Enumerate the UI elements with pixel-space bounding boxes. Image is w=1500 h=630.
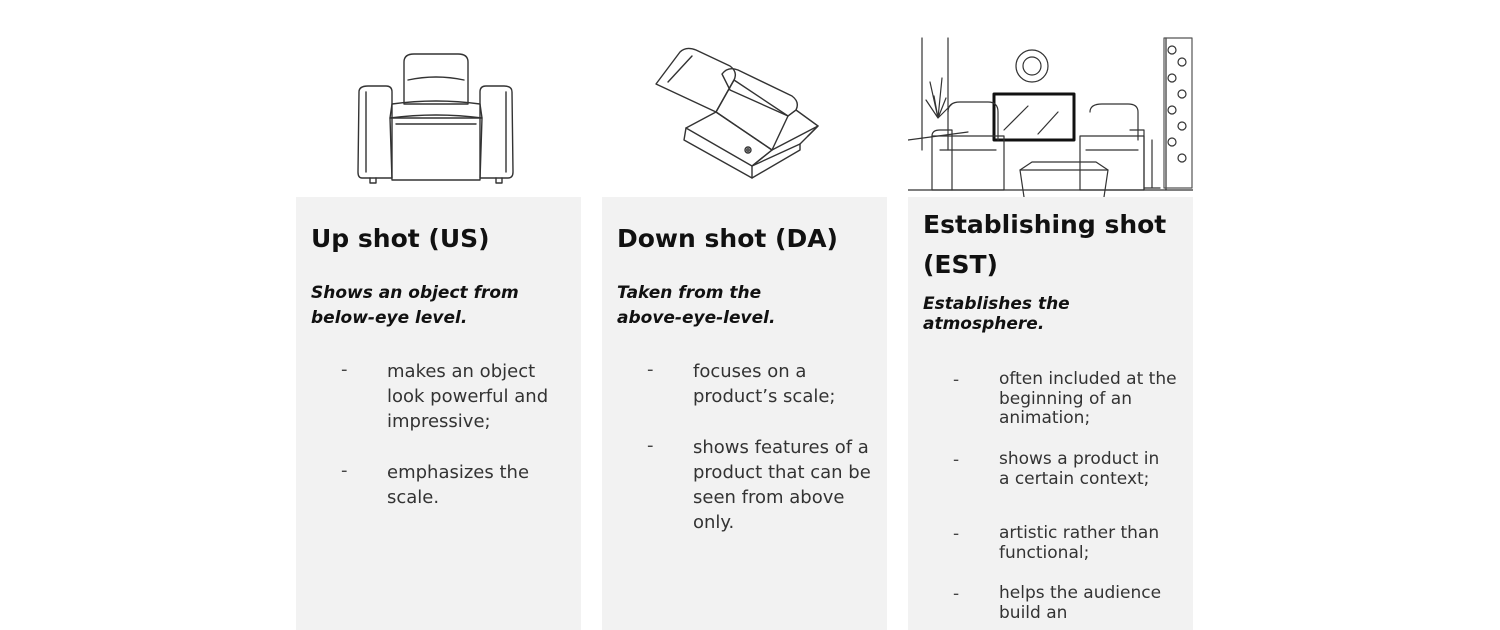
card-title: Establishing shot (EST) <box>923 210 1167 279</box>
recliner-chair-front-icon <box>296 0 581 197</box>
bullet-text: emphasizes the scale. <box>387 462 530 508</box>
card-body: Up shot (US) Shows an object from below-… <box>296 197 581 630</box>
card-title: Up shot (US) <box>311 224 490 253</box>
bullet-text: artistic rather than functional; <box>999 523 1160 563</box>
card-subtitle: Establishes the atmosphere. <box>923 294 1070 334</box>
bullet-text: makes an object look powerful and impres… <box>387 361 549 432</box>
bullet-text: often included at the beginning of an an… <box>999 369 1177 428</box>
bullet-dash: - <box>953 450 960 470</box>
living-room-scene-icon <box>908 0 1193 197</box>
bullet-text: focuses on a product’s scale; <box>693 361 836 407</box>
card-subtitle: Shows an object from below-eye level. <box>311 283 519 328</box>
card-body: Establishing shot (EST) Establishes the … <box>908 197 1193 630</box>
bullet-dash: - <box>953 370 960 390</box>
bullet-dash: - <box>953 584 960 604</box>
bullet-dash: - <box>953 524 960 544</box>
card-body: Down shot (DA) Taken from the above-eye-… <box>602 197 887 630</box>
reclined-chair-top-icon <box>602 0 887 197</box>
card-establishing-shot: Establishing shot (EST) Establishes the … <box>908 0 1193 630</box>
card-subtitle: Taken from the above-eye-level. <box>617 283 776 328</box>
bullet-dash: - <box>647 359 654 380</box>
bullet-text: shows a product in a certain context; <box>999 449 1160 489</box>
card-down-shot: Down shot (DA) Taken from the above-eye-… <box>602 0 887 630</box>
bullet-dash: - <box>341 359 348 380</box>
bullet-text: shows features of a product that can be … <box>693 437 871 533</box>
bullet-text: helps the audience build an <box>999 583 1162 623</box>
bullet-dash: - <box>341 460 348 481</box>
bullet-dash: - <box>647 435 654 456</box>
card-up-shot: Up shot (US) Shows an object from below-… <box>296 0 581 630</box>
card-title: Down shot (DA) <box>617 224 838 253</box>
